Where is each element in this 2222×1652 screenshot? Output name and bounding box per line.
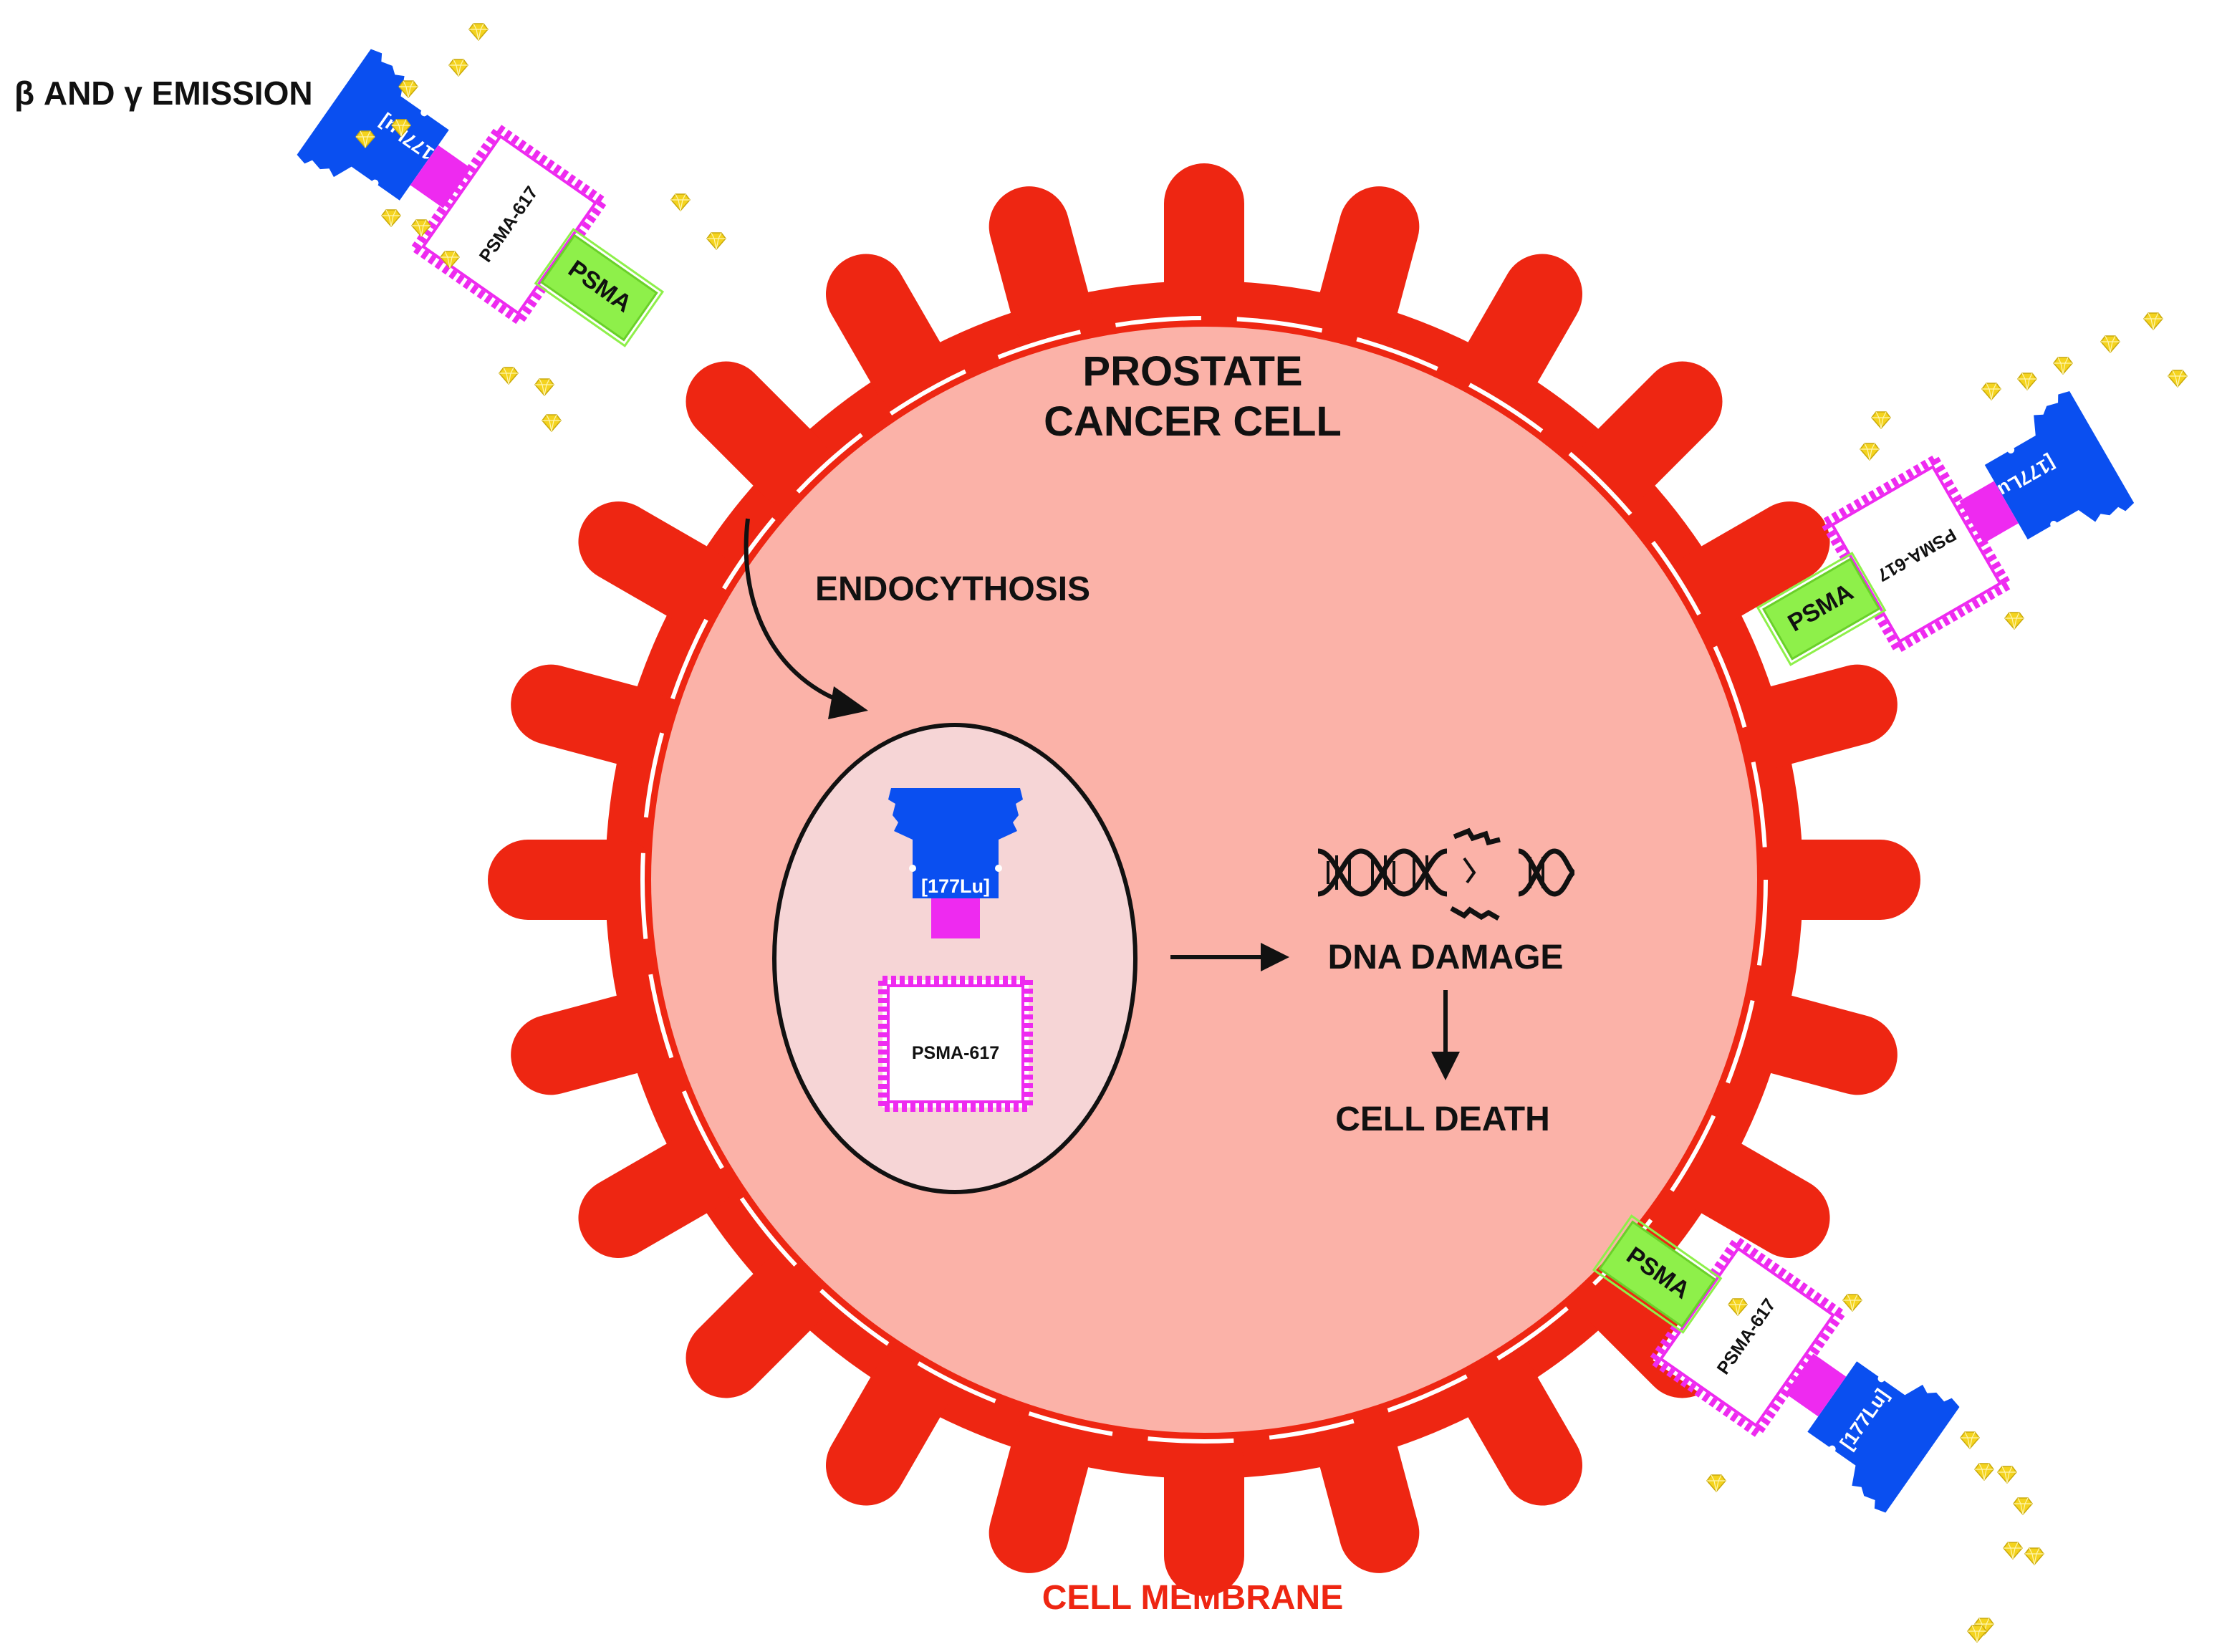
cell-title-line1: PROSTATE [1082,348,1302,395]
membrane-bump [1164,163,1244,335]
radiation-particle-icon [2100,335,2120,353]
radiation-particle-icon [448,59,468,77]
endosome [772,723,1138,1194]
emission-label: β AND γ EMISSION [14,75,313,112]
membrane-bump [1728,991,1898,1095]
membrane-bump [686,1252,832,1398]
radiation-particle-icon [468,23,489,41]
membrane-bump [989,186,1093,355]
membrane-bump [511,991,680,1095]
radiation-particle-icon [2143,312,2163,330]
membrane-bump [1670,501,1830,628]
membrane-bump [1456,254,1582,414]
radiation-particle-icon [1974,1463,1994,1481]
radiation-particle-icon [1960,1431,1980,1449]
bound-complex-right: [177Lu] PSMA-617 PSMA [1756,388,2136,666]
radiation-particle-icon [2053,357,2073,375]
radiation-particle-icon [1981,383,2001,400]
radiation-particle-icon [2024,1547,2044,1565]
radiation-particle-icon [2168,370,2188,388]
membrane-bump [826,254,952,414]
membrane-bump [578,1132,739,1258]
dna-double-helix-broken-icon [1317,827,1576,921]
radiation-particle-icon [2003,1542,2023,1560]
internalized-complex: [177Lu] PSMA-617 [882,788,1029,1108]
radiation-particle-icon [1860,443,1880,461]
bound-complex-top-left: [177Lu] PSMA-617 PSMA [295,47,664,347]
radiation-particle-icon [1967,1625,1987,1643]
ligand-label: PSMA-617 [912,1043,999,1063]
cell-title-line2: CANCER CELL [1044,398,1342,445]
bound-complex-bottom-right: [177Lu] PSMA-617 PSMA [1592,1214,1961,1515]
radiation-particle-icon [1706,1474,1726,1492]
membrane-bump [488,840,660,920]
radiation-particle-icon [381,209,401,227]
cell-membrane-label: CELL MEMBRANE [1042,1579,1343,1617]
cell-death-label: CELL DEATH [1335,1100,1550,1138]
membrane-bump [1164,1424,1244,1596]
radiation-particle-icon [1997,1466,2017,1484]
radiation-particle-icon [1871,411,1891,429]
arrow-to-cell-death [1431,990,1460,1080]
radiation-particle-icon [1842,1294,1862,1312]
membrane-bump [578,501,739,628]
arrow-to-dna-damage [1170,943,1289,971]
isotope-label: [177Lu] [921,875,990,897]
radiation-particle-icon [398,80,418,98]
membrane-bump [826,1345,952,1506]
membrane-bump [1315,1404,1420,1573]
radiation-particle-icon [542,414,562,432]
radiation-particle-icon [499,367,519,385]
membrane-bump [686,361,832,507]
membrane-bump [1577,361,1723,507]
membrane-bump [1315,186,1420,355]
membrane-bump [1456,1345,1582,1506]
endocytosis-arrow [744,518,868,719]
membrane-bump [989,1404,1093,1573]
membrane-inner-edge [640,316,1768,1444]
dna-damage-label: DNA DAMAGE [1328,938,1564,976]
radiation-particle-icon [2004,612,2024,630]
radiation-particle-icon [534,378,554,396]
membrane-bump [1728,664,1898,769]
radiation-particle-icon [2013,1497,2033,1515]
membrane-bump [511,664,680,769]
membrane-bump [1749,840,1920,920]
radiation-particle-icon [706,232,726,250]
membrane-bump [1670,1132,1830,1258]
radiation-particle-icon [2017,373,2037,390]
radiation-particle-icon [670,193,691,211]
endocytosis-label: ENDOCYTHOSIS [815,570,1090,608]
